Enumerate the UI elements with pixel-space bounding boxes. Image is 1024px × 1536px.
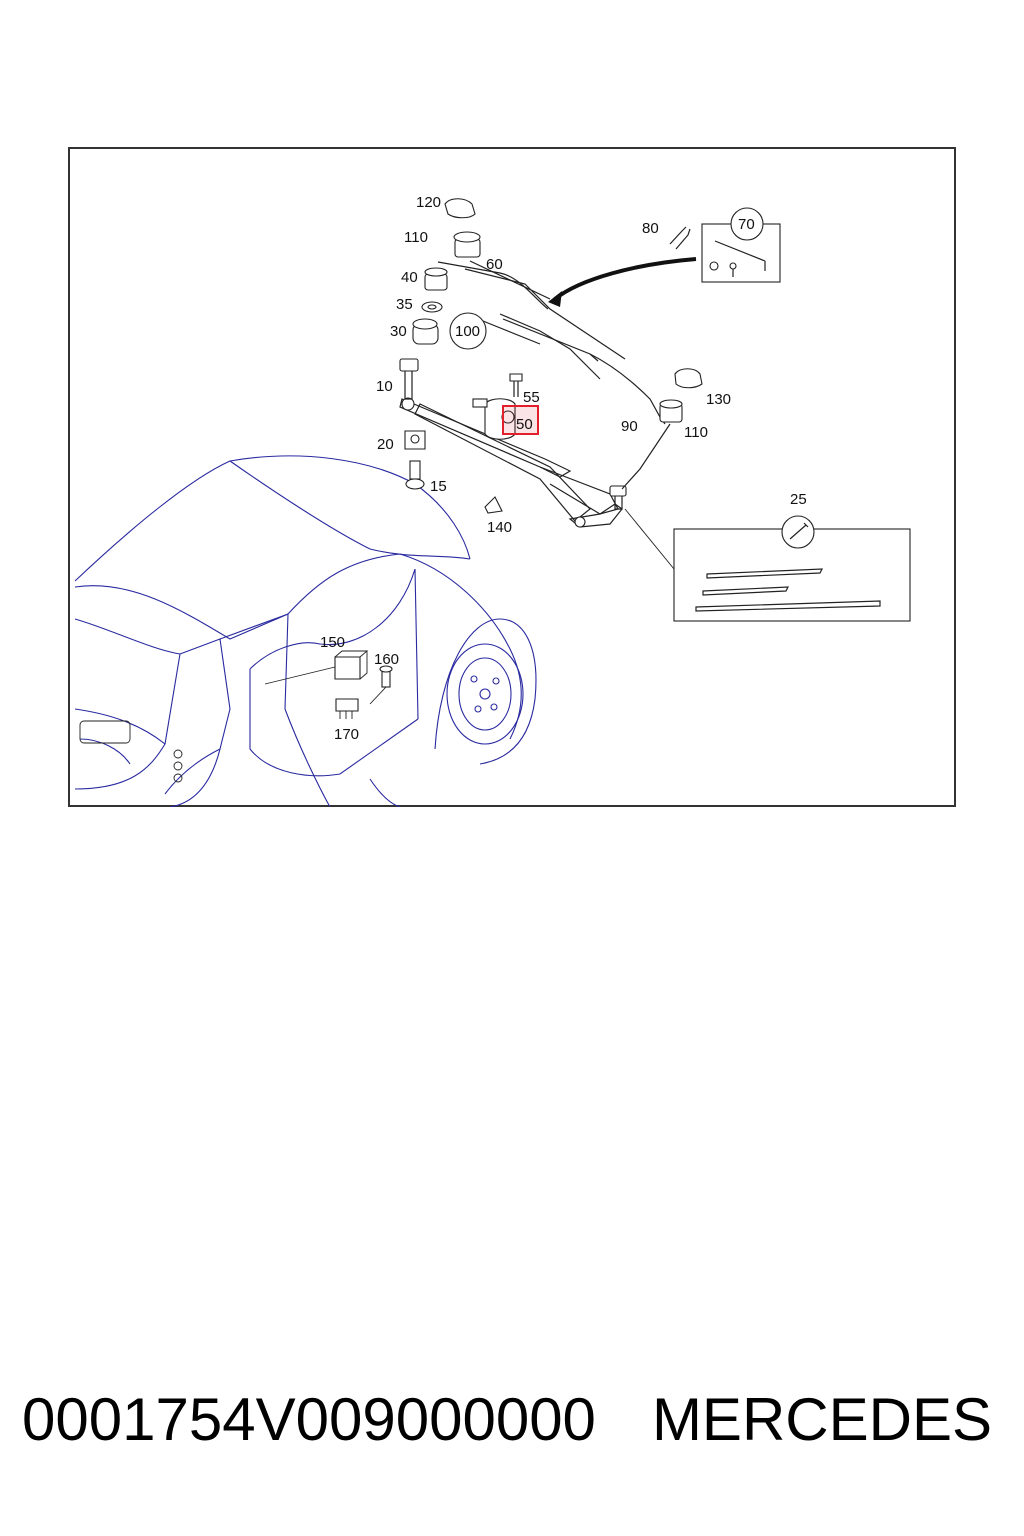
tool-box-25 — [624, 508, 911, 622]
callout-100: 100 — [455, 323, 480, 340]
callout-40: 40 — [401, 269, 418, 286]
small-parts-stack — [404, 198, 549, 514]
wiper-linkage — [399, 358, 627, 528]
wiper-parts-diagram: 120 110 60 40 35 30 100 10 55 50 20 15 1… — [74, 194, 911, 807]
callout-90: 90 — [621, 418, 638, 435]
footer-caption: 0001754V009000000 MERCEDES — [22, 1385, 1012, 1465]
callout-35: 35 — [396, 296, 413, 313]
callout-50: 50 — [516, 416, 533, 433]
car-body-outline — [74, 455, 537, 807]
callout-110-right: 110 — [684, 424, 708, 441]
callout-80: 80 — [642, 220, 659, 237]
brand-name: MERCEDES — [651, 1386, 992, 1453]
right-small-parts — [621, 226, 703, 490]
callout-170: 170 — [334, 726, 359, 743]
wiper-blades — [464, 260, 666, 425]
callout-130: 130 — [706, 391, 731, 408]
callout-20: 20 — [377, 436, 394, 453]
callout-55: 55 — [523, 389, 540, 406]
callout-30: 30 — [390, 323, 407, 340]
callout-25: 25 — [790, 491, 807, 508]
callout-circle-70 — [730, 207, 764, 241]
highlight-box-50 — [502, 405, 539, 435]
callout-10: 10 — [376, 378, 393, 395]
callout-60: 60 — [486, 256, 503, 273]
callout-120: 120 — [416, 194, 441, 211]
callout-110-left: 110 — [404, 229, 428, 246]
callout-140: 140 — [487, 519, 512, 536]
relay-group — [264, 650, 393, 719]
callout-160: 160 — [374, 651, 399, 668]
diagram-frame: 120 110 60 40 35 30 100 10 55 50 20 15 1… — [68, 147, 956, 807]
callout-150: 150 — [320, 634, 345, 651]
callout-circle-100 — [449, 312, 487, 350]
callout-15: 15 — [430, 478, 447, 495]
part-code: 0001754V009000000 — [22, 1386, 596, 1453]
callout-70: 70 — [738, 216, 755, 233]
